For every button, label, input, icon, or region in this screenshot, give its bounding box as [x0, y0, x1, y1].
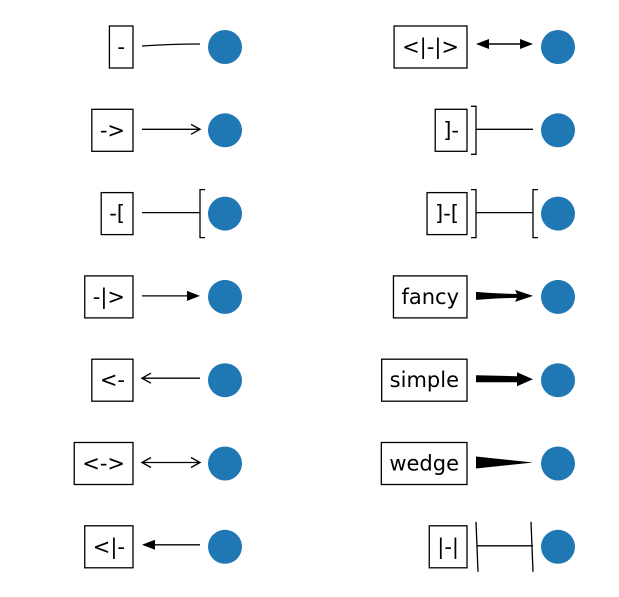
arrow-0-5 [140, 456, 202, 469]
arrow-style-label: -[ [109, 202, 125, 226]
target-point [208, 529, 242, 564]
bracket-end [532, 188, 538, 239]
arrow-style-label: ]- [443, 118, 459, 142]
arrow-style-row-0-1: -> [91, 108, 242, 152]
arrow-line [141, 43, 201, 47]
target-point [541, 30, 575, 64]
open-arrowhead [140, 372, 152, 384]
label-box [381, 358, 468, 402]
target-point [208, 279, 242, 314]
label-box [426, 191, 468, 236]
arrow-style-label: wedge [389, 452, 459, 476]
arrow-style-row-1-4: simple [381, 358, 575, 402]
label-box [428, 525, 468, 569]
fancy-arrow [476, 289, 533, 302]
arrow-style-row-1-3: fancy [392, 275, 575, 319]
label-box [73, 441, 134, 486]
arrow-style-row-0-2: -[ [100, 188, 242, 239]
arrow-style-label: |-| [437, 535, 459, 560]
target-point [541, 529, 575, 564]
arrow-style-label: <-> [82, 452, 125, 476]
arrow-style-label: - [117, 35, 125, 59]
arrow-style-label: simple [390, 368, 459, 392]
arrow-style-row-1-6: |-| [428, 521, 575, 572]
label-box [434, 108, 468, 152]
label-box [91, 108, 134, 152]
arrow-style-row-0-4: <- [91, 358, 242, 402]
arrow-style-row-1-5: wedge [380, 441, 575, 486]
target-point [208, 446, 242, 481]
target-point [541, 363, 575, 398]
label-box [108, 25, 134, 69]
arrow-style-label: <- [100, 368, 125, 392]
arrow-1-4 [476, 372, 533, 387]
arrow-style-row-1-2: ]-[ [426, 188, 575, 239]
arrow-1-2 [471, 188, 538, 239]
arrow-style-row-0-6: <|- [84, 525, 242, 569]
bracket-start [471, 188, 477, 239]
target-point [541, 446, 575, 481]
arrow-0-3 [142, 290, 200, 301]
target-point [208, 363, 242, 398]
arrow-1-0 [476, 39, 533, 49]
target-point [208, 113, 242, 148]
arrow-1-6 [475, 521, 534, 572]
arrow-style-label: fancy [401, 285, 459, 309]
arrow-style-row-0-3: -|> [84, 275, 242, 319]
arrow-style-label: <|- [93, 535, 125, 560]
filled-arrowhead [142, 539, 155, 550]
label-box [380, 441, 468, 486]
filled-arrowhead-end [520, 39, 533, 49]
label-box [393, 25, 468, 69]
open-arrowhead [190, 123, 202, 135]
arrow-style-row-0-0: - [108, 25, 242, 69]
arrow-style-label: -|> [93, 285, 125, 310]
label-box [84, 525, 134, 569]
label-box [100, 191, 134, 236]
simple-arrow [476, 372, 533, 387]
label-box [84, 275, 134, 319]
arrow-style-label: -> [100, 118, 125, 142]
target-point [208, 196, 242, 231]
filled-arrowhead-start [476, 39, 489, 49]
bracket-end [199, 188, 205, 239]
open-arrowhead-end [190, 456, 202, 469]
arrow-1-3 [476, 289, 533, 302]
arrow-0-6 [142, 539, 200, 550]
bracket-start [471, 105, 477, 155]
arrow-0-4 [140, 372, 200, 384]
bar-start [475, 521, 479, 572]
arrow-0-1 [142, 123, 202, 135]
filled-arrowhead [187, 290, 200, 301]
arrow-1-5 [476, 456, 533, 469]
arrow-style-label: ]-[ [435, 202, 459, 226]
label-box [392, 275, 468, 319]
target-point [208, 30, 242, 64]
wedge-arrow [476, 456, 533, 469]
arrow-0-0 [141, 43, 201, 47]
open-arrowhead-start [140, 456, 152, 469]
arrow-0-2 [142, 188, 205, 239]
arrow-style-row-1-1: ]- [434, 105, 575, 155]
label-box [91, 358, 134, 402]
arrow-style-row-1-0: <|-|> [393, 25, 575, 69]
bar-end [530, 521, 534, 572]
arrow-style-label: <|-|> [402, 35, 459, 60]
target-point [541, 113, 575, 148]
target-point [541, 279, 575, 314]
target-point [541, 196, 575, 231]
arrow-1-1 [471, 105, 533, 155]
arrow-style-row-0-5: <-> [73, 441, 242, 486]
